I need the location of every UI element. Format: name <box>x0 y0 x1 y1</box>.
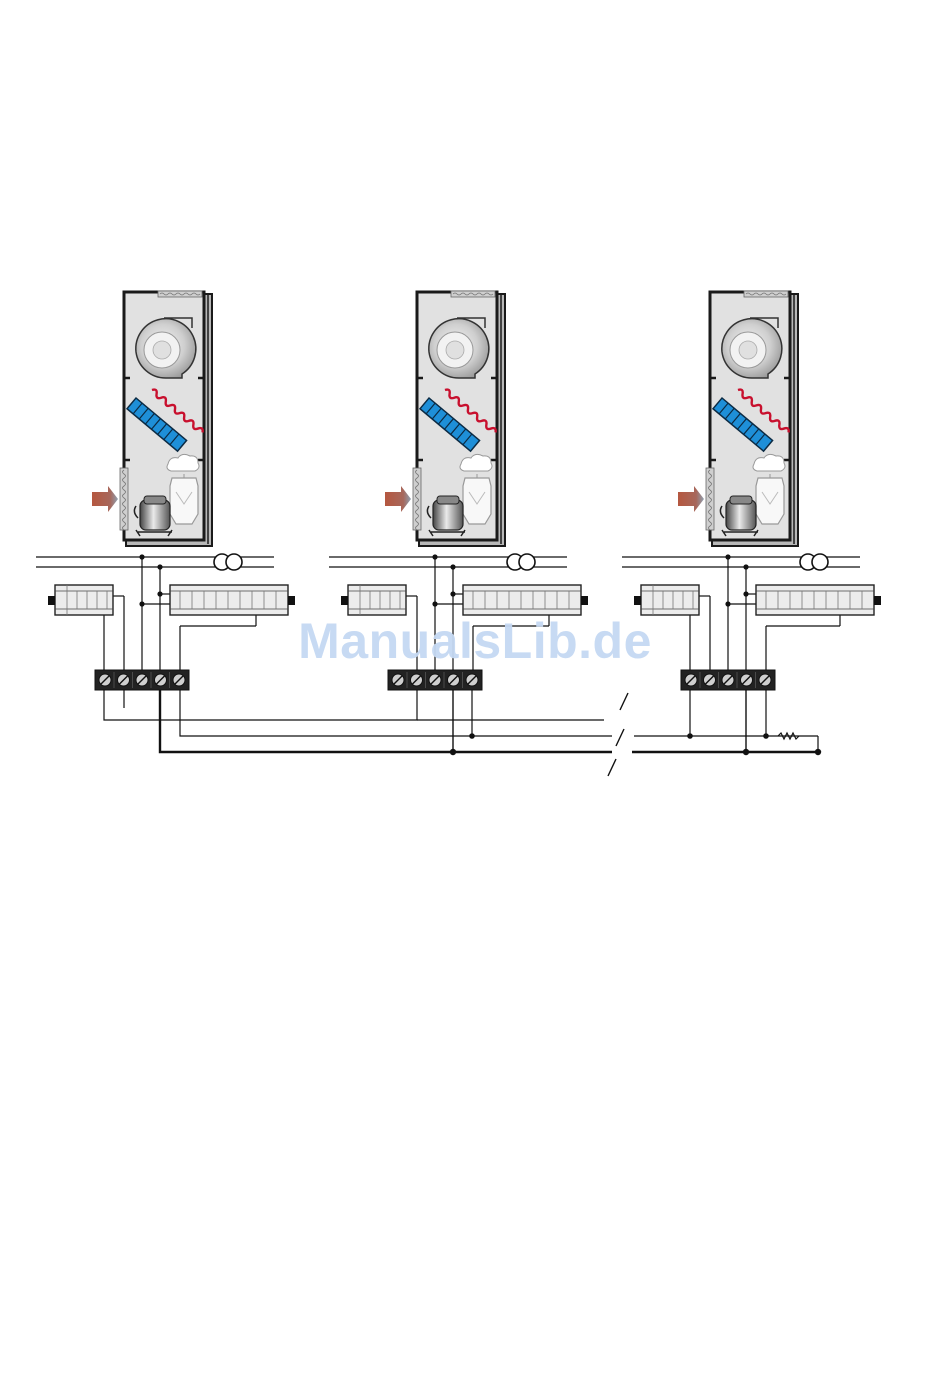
unit-3-transformer <box>800 554 828 570</box>
unit-2-large-controller <box>463 585 588 615</box>
unit-1-large-controller <box>170 585 295 615</box>
airflow-arrow-icon <box>678 486 704 512</box>
unit-1-cabinet <box>120 291 212 546</box>
unit-2-wiring <box>329 557 567 678</box>
network-bus <box>104 690 818 776</box>
unit-3-large-controller <box>756 585 881 615</box>
airflow-arrow-icon <box>92 486 118 512</box>
unit-2-cabinet <box>413 291 505 546</box>
unit-1-terminal-block <box>95 670 189 690</box>
unit-2-terminal-block <box>388 670 482 690</box>
unit-3-junctions <box>725 554 748 606</box>
airflow-arrow-icon <box>385 486 411 512</box>
unit-2-transformer <box>507 554 535 570</box>
unit-3-cabinet <box>706 291 798 546</box>
unit-2-junctions <box>432 554 455 606</box>
unit-3-small-controller <box>634 585 699 615</box>
unit-1-transformer <box>214 554 242 570</box>
unit-1-small-controller <box>48 585 113 615</box>
unit-1-junctions <box>139 554 162 606</box>
unit-3-terminal-block <box>681 670 775 690</box>
unit-2-small-controller <box>341 585 406 615</box>
unit-3-wiring <box>622 557 860 678</box>
